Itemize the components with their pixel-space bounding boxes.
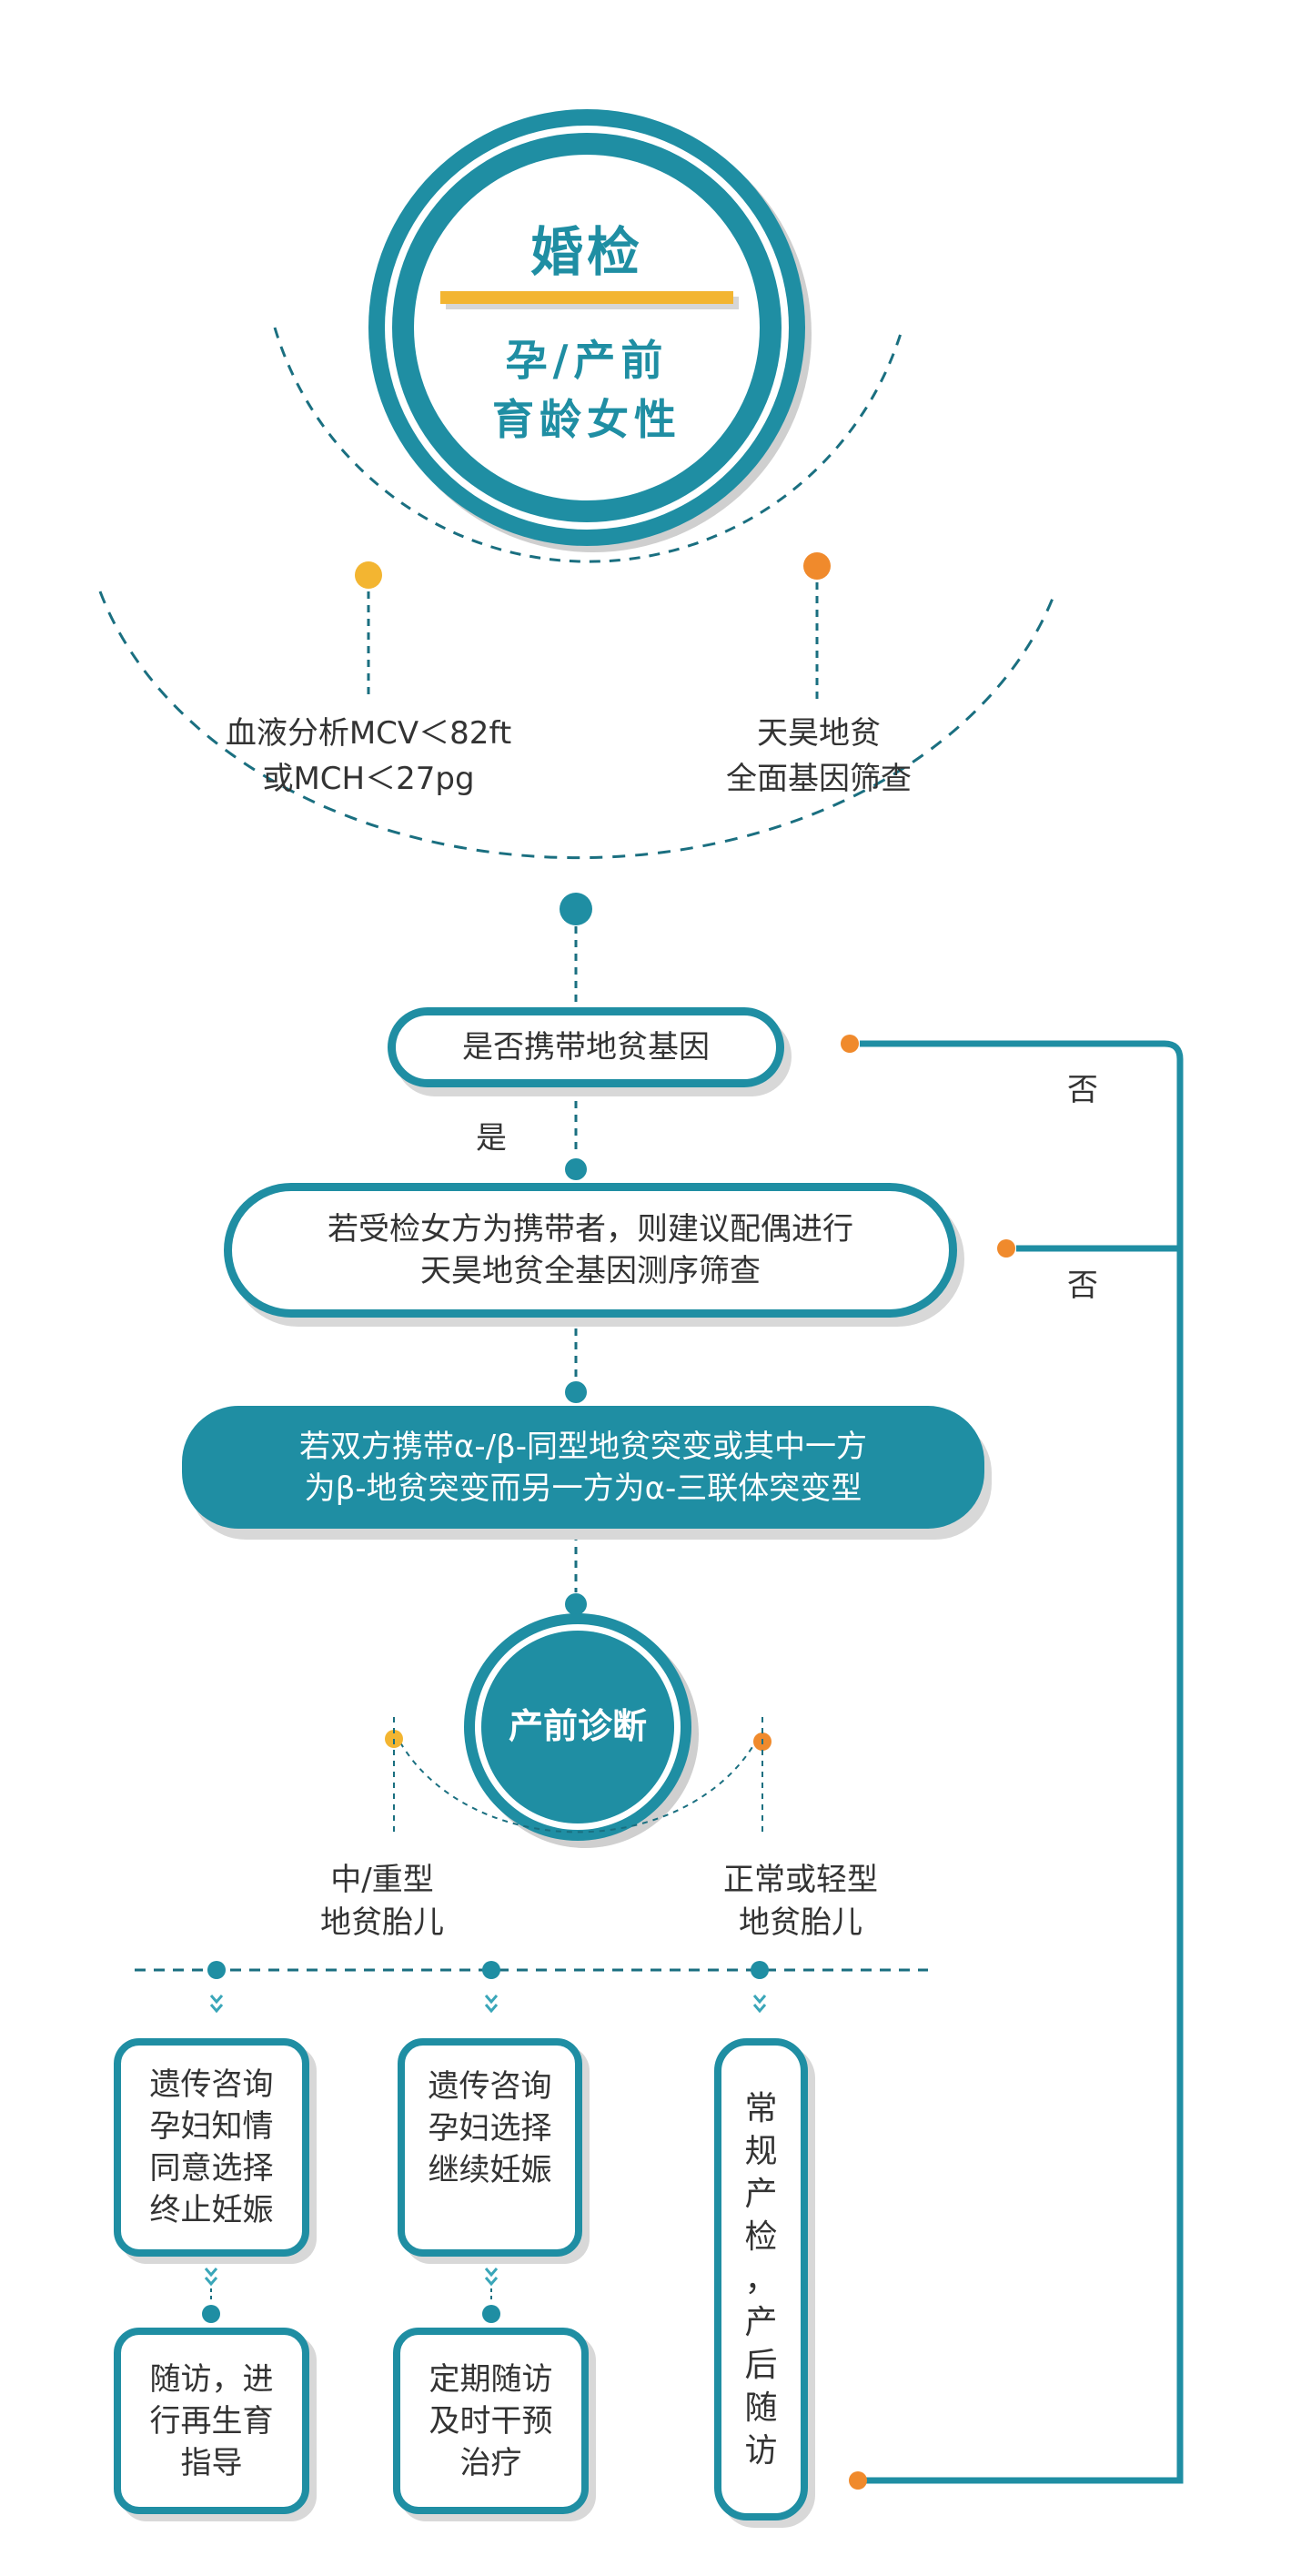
carrier-question-text: 是否携带地贫基因 <box>462 1029 710 1066</box>
marker-dot-orange <box>803 552 831 580</box>
marker-dot-yellow <box>355 561 382 589</box>
no-dot-1 <box>841 1035 859 1053</box>
chevron-down-icon <box>752 1995 767 2014</box>
header-subtitle-1: 孕/产前 <box>505 336 669 385</box>
routine-char-1: 常 <box>744 2089 778 2127</box>
routine-char-9: 访 <box>744 2431 778 2470</box>
chevron-down-icon <box>204 2268 218 2287</box>
inner-dashed-arc <box>273 327 904 563</box>
box-dot-1 <box>202 2305 220 2323</box>
spine-dot-2 <box>565 1381 587 1403</box>
terminate-line-4: 终止妊娠 <box>149 2192 274 2228</box>
header-circle-center <box>414 155 760 500</box>
chevron-down-icon <box>484 1995 499 2014</box>
header-subtitle-2: 育龄女性 <box>492 395 681 444</box>
terminate-line-1: 遗传咨询 <box>149 2066 274 2103</box>
continue-line-1: 遗传咨询 <box>428 2068 552 2105</box>
spine-dot-3 <box>565 1593 587 1615</box>
terminate-line-2: 孕妇知情 <box>149 2108 274 2145</box>
severe-label-line2: 地贫胎儿 <box>320 1904 444 1941</box>
screening-left-line1: 血液分析MCV＜82ft <box>225 715 512 752</box>
followup-continue-line-3: 治疗 <box>459 2444 522 2481</box>
prenatal-circle-core <box>481 1631 674 1823</box>
screening-right-line2: 全面基因筛查 <box>726 761 912 797</box>
spine-dot-1 <box>565 1158 587 1180</box>
routine-char-4: 检 <box>744 2217 778 2256</box>
routine-char-7: 后 <box>744 2346 778 2384</box>
routine-char-8: 随 <box>744 2389 778 2427</box>
yes-label: 是 <box>476 1120 507 1157</box>
followup-terminate-line-2: 行再生育 <box>149 2402 274 2440</box>
severe-label-line1: 中/重型 <box>330 1862 434 1898</box>
dist-dot-1 <box>207 1961 226 1979</box>
terminate-pregnancy-box: 遗传咨询 孕妇知情 同意选择 终止妊娠 <box>114 2038 309 2257</box>
normal-label-line2: 地贫胎儿 <box>739 1904 862 1941</box>
continue-line-3: 继续妊娠 <box>428 2152 552 2188</box>
followup-continue-line-1: 定期随访 <box>429 2360 553 2398</box>
no-label-1: 否 <box>1067 1072 1098 1108</box>
no-dot-3 <box>849 2471 867 2490</box>
continue-line-2: 孕妇选择 <box>428 2110 552 2147</box>
no-label-2: 否 <box>1067 1268 1098 1304</box>
spouse-text-line1: 若受检女方为携带者，则建议配偶进行 <box>328 1211 853 1248</box>
prenatal-diagnosis-label: 产前诊断 <box>508 1706 647 1746</box>
followup-intervention-box: 定期随访 及时干预 治疗 <box>393 2328 589 2514</box>
routine-char-6: 产 <box>744 2303 778 2341</box>
routine-char-2: 规 <box>744 2132 778 2170</box>
terminate-line-3: 同意选择 <box>149 2150 274 2187</box>
continue-pregnancy-box: 遗传咨询 孕妇选择 继续妊娠 <box>398 2038 582 2257</box>
routine-char-5: ， <box>744 2260 778 2298</box>
header-divider <box>440 291 733 304</box>
condition-text-line1: 若双方携带α-/β-同型地贫突变或其中一方 <box>298 1428 868 1465</box>
followup-continue-line-2: 及时干预 <box>429 2402 553 2440</box>
routine-checkup-box: 常 规 产 检 ， 产 后 随 访 <box>714 2038 808 2520</box>
condition-text-line2: 为β-地贫突变而另一方为α-三联体突变型 <box>304 1470 862 1507</box>
spouse-text-line2: 天昊地贫全基因测序筛查 <box>420 1253 761 1289</box>
chevron-group <box>204 1995 767 2287</box>
screening-left-line2: 或MCH＜27pg <box>262 761 475 797</box>
chevron-down-icon <box>209 1995 224 2014</box>
dist-dot-2 <box>482 1961 500 1979</box>
no-dot-2 <box>997 1239 1015 1258</box>
header-title: 婚检 <box>529 221 643 283</box>
followup-terminate-line-1: 随访，进 <box>149 2360 274 2398</box>
normal-label-line1: 正常或轻型 <box>723 1862 878 1898</box>
arc-junction-dot <box>560 893 592 925</box>
prenatal-dashed-arc <box>399 1742 756 1834</box>
condition-box: 若双方携带α-/β-同型地贫突变或其中一方 为β-地贫突变而另一方为α-三联体突… <box>182 1406 984 1529</box>
spouse-screening-box: 若受检女方为携带者，则建议配偶进行 天昊地贫全基因测序筛查 <box>224 1183 957 1318</box>
followup-terminate-line-3: 指导 <box>180 2444 243 2481</box>
routine-char-3: 产 <box>744 2175 778 2213</box>
box-dot-2 <box>482 2305 500 2323</box>
chevron-down-icon <box>484 2268 499 2287</box>
followup-reproduction-box: 随访，进 行再生育 指导 <box>114 2328 309 2514</box>
carrier-question-box: 是否携带地贫基因 <box>388 1007 784 1087</box>
outer-dashed-arc <box>98 591 1057 860</box>
dist-dot-3 <box>751 1961 769 1979</box>
screening-right-line1: 天昊地贫 <box>757 715 881 752</box>
no-loop-line <box>860 1040 1184 2484</box>
